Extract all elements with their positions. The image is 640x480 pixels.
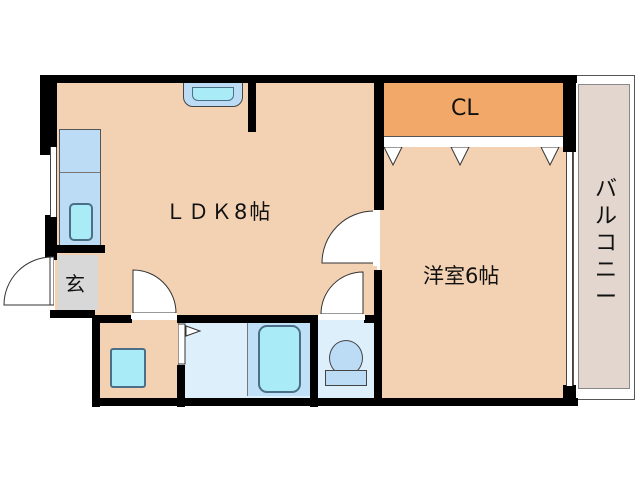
- sink-icon: [69, 203, 93, 241]
- closet: [381, 82, 566, 137]
- kitchen-counter: [59, 129, 101, 249]
- ldk-floor: [55, 80, 377, 315]
- ldk-label: ＬＤＫ8帖: [165, 200, 273, 224]
- toilet-door-icon[interactable]: [318, 270, 368, 322]
- window-right[interactable]: [566, 152, 573, 386]
- front-door-icon[interactable]: [2, 255, 54, 310]
- western-room-label: 洋室6帖: [423, 264, 500, 288]
- bathroom-door-icon[interactable]: [178, 322, 208, 366]
- balcony: バルコニー: [573, 75, 635, 400]
- top-fixture-icon: [183, 82, 243, 107]
- balcony-label: バルコニー: [594, 177, 617, 310]
- closet-label: CL: [451, 96, 479, 121]
- western-door-icon[interactable]: [318, 208, 380, 270]
- window-left[interactable]: [50, 147, 57, 217]
- washroom-door-icon[interactable]: [130, 268, 180, 320]
- entrance-label: 玄: [65, 272, 85, 296]
- bathtub-icon: [258, 325, 301, 393]
- toilet-icon: [325, 340, 369, 392]
- closet-door-icon: [383, 147, 560, 167]
- entrance: [58, 255, 98, 310]
- washing-machine-icon: [110, 348, 146, 388]
